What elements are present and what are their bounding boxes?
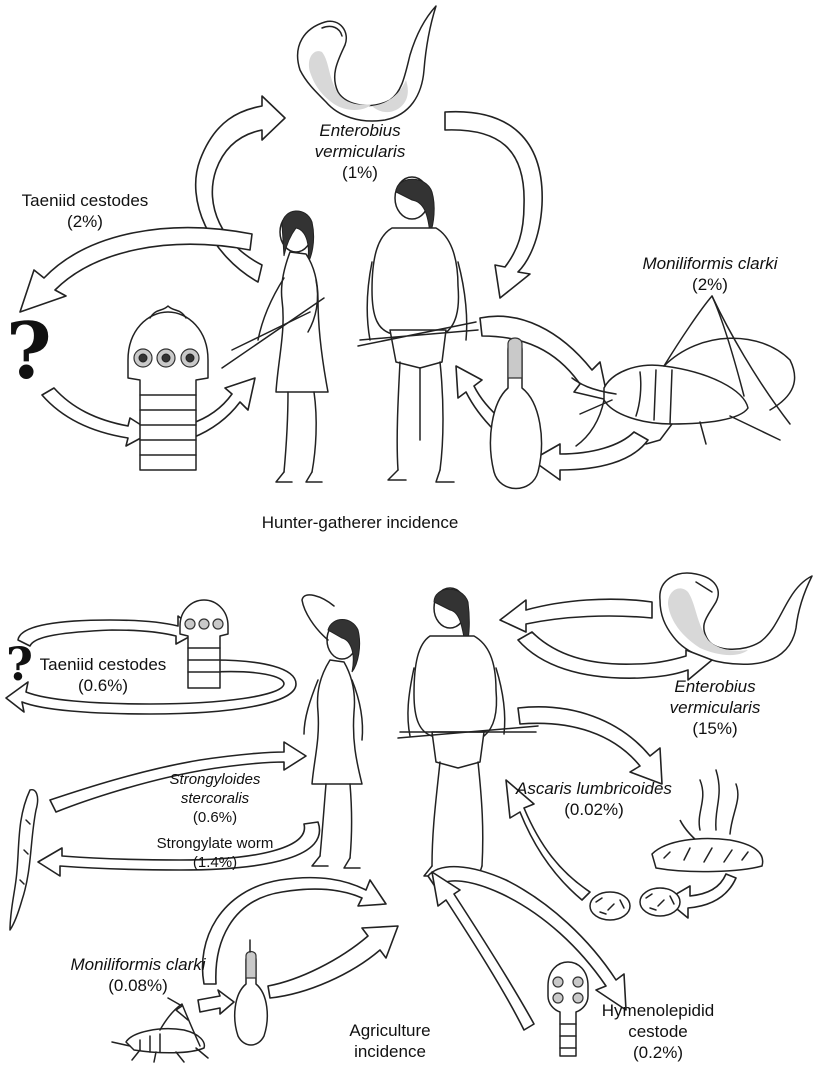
unknown-host-question-mark-top: ? [6,312,52,392]
moniliformis-name-top: Moniliformis clarki [620,253,800,274]
enterobius-name-line1: Enterobius [300,120,420,141]
label-moniliformis-top: Moniliformis clarki (2%) [620,253,800,295]
lightning-arrow [168,998,188,1020]
taeniid-pct-top: (2%) [10,211,160,232]
moniliformis-name-bottom: Moniliformis clarki [48,954,228,975]
label-moniliformis-bottom: Moniliformis clarki (0.08%) [48,954,228,996]
strongyloides-pct: (0.6%) [140,808,290,827]
caption-hunter-gatherer: Hunter-gatherer incidence [230,512,490,533]
man-figure-top [358,177,478,482]
caption-agriculture-line1: Agriculture [320,1020,460,1041]
cricket-figure-top [572,296,795,446]
hymenolepidid-name-line1: Hymenolepidid [588,1000,728,1021]
arrow-unknown-to-taeniid-bottom [18,616,198,646]
hymenolepidid-pct: (0.2%) [588,1042,728,1063]
label-taeniid-bottom: Taeniid cestodes (0.6%) [28,654,178,696]
ascaris-pct: (0.02%) [494,799,694,820]
strongylate-pct: (1.4%) [130,853,300,872]
hymenolepidid-scolex [548,962,588,1056]
taeniid-scolex-bottom [180,600,228,688]
cricket-figure-bottom [112,1004,208,1062]
arrow-taeniid-to-human-top [190,378,255,438]
arrow-enterobius-to-man-bottom [500,599,652,632]
caption-hunter-gatherer-text: Hunter-gatherer incidence [230,512,490,533]
enterobius-name-line2-bottom: vermicularis [655,697,775,718]
taeniid-name-bottom: Taeniid cestodes [28,654,178,675]
enterobius-name-line1-bottom: Enterobius [655,676,775,697]
arrow-larva-to-human-bottom [268,926,398,998]
label-strongyloides: Strongyloides stercoralis (0.6%) [140,770,290,827]
man-figure-bottom [398,588,538,878]
label-strongylate: Strongylate worm (1.4%) [130,834,300,872]
moniliformis-larva-top [490,338,541,489]
taeniid-scolex-top [128,306,208,470]
arrow-unknown-to-taeniid [42,388,152,446]
ascaris-egg-1 [590,892,630,920]
arrow-man-to-ascaris [518,707,662,784]
taeniid-name-top: Taeniid cestodes [10,190,160,211]
enterobius-pct-top: (1%) [300,162,420,183]
moniliformis-larva-bottom [235,940,268,1045]
label-hymenolepidid: Hymenolepidid cestode (0.2%) [588,1000,728,1063]
label-taeniid-top: Taeniid cestodes (2%) [10,190,160,232]
enterobius-worm-bottom [660,573,812,664]
ascaris-egg-2 [640,888,680,916]
hymenolepidid-name-line2: cestode [588,1021,728,1042]
arrow-taeniid-to-unknown-host [20,228,252,312]
enterobius-worm-top [298,6,436,121]
moniliformis-pct-bottom: (0.08%) [48,975,228,996]
strongyloides-name-line1: Strongyloides [140,770,290,789]
arrow-human-to-moniliformis-bottom [203,878,386,984]
arrow-cricket-to-egg-top [532,432,648,480]
ascaris-name: Ascaris lumbricoides [494,778,694,799]
strongyloides-name-line2: stercoralis [140,789,290,808]
moniliformis-pct-top: (2%) [620,274,800,295]
strongylate-worm [10,790,38,930]
strongylate-name: Strongylate worm [130,834,300,853]
label-enterobius-top: Enterobius vermicularis (1%) [300,120,420,183]
arrow-enterobius-to-hosts [196,96,285,282]
enterobius-name-line2: vermicularis [300,141,420,162]
taeniid-pct-bottom: (0.6%) [28,675,178,696]
caption-agriculture-line2: incidence [320,1041,460,1062]
enterobius-pct-bottom: (15%) [655,718,775,739]
caption-agriculture: Agriculture incidence [320,1020,460,1062]
label-enterobius-bottom: Enterobius vermicularis (15%) [655,676,775,739]
label-ascaris: Ascaris lumbricoides (0.02%) [494,778,694,820]
